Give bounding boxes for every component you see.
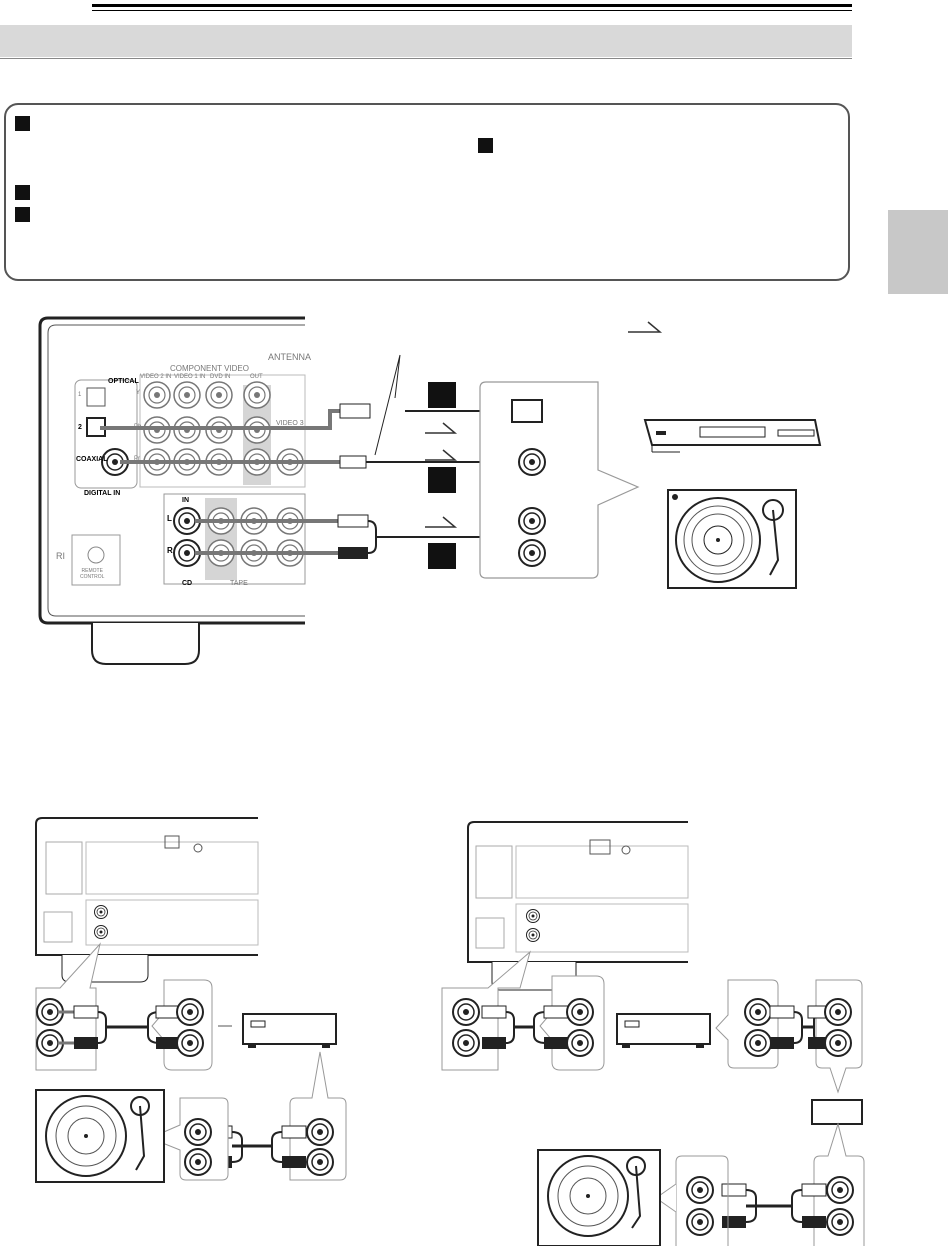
label-coaxial: COAXIAL — [76, 456, 108, 463]
phono-preamp-icon — [811, 1099, 863, 1125]
label-in: IN — [182, 497, 189, 504]
turntable-icon — [667, 489, 797, 589]
label-video3: VIDEO 3 — [276, 420, 304, 427]
info-marker-3 — [15, 185, 30, 200]
turntable-icon — [35, 1089, 165, 1183]
label-r: R — [167, 546, 173, 555]
label-out: OUT — [250, 374, 263, 380]
label-video2-in: VIDEO 2 IN — [140, 374, 172, 380]
receiver-panel-icon — [38, 316, 306, 665]
info-marker-4 — [15, 207, 30, 222]
label-pr: Pr — [134, 456, 140, 462]
receiver-panel-icon — [467, 821, 689, 991]
info-marker-2 — [478, 138, 493, 153]
label-video1-in: VIDEO 1 IN — [174, 374, 206, 380]
label-optical-2: 2 — [78, 424, 82, 431]
label-tape: TAPE — [230, 580, 248, 587]
label-antenna: ANTENNA — [268, 352, 312, 362]
top-rule-thick — [92, 4, 852, 7]
receiver-panel-icon — [35, 817, 259, 983]
label-optical: OPTICAL — [108, 378, 139, 385]
phono-preamp-icon — [242, 1013, 337, 1048]
label-cd: CD — [182, 580, 193, 587]
section-header-bar — [0, 25, 852, 57]
label-optical-1: 1 — [78, 392, 82, 398]
label-digital-in: DIGITAL IN — [84, 490, 121, 497]
header-underline — [0, 58, 852, 59]
label-dvd-in: DVD IN — [210, 374, 231, 380]
label-remote-control: REMOTE CONTROL — [80, 568, 105, 580]
turntable-icon — [537, 1149, 661, 1246]
phono-preamp-icon — [616, 1013, 711, 1048]
side-tab — [888, 210, 948, 294]
info-marker-1 — [15, 116, 30, 131]
info-box — [4, 103, 850, 281]
label-component-video: COMPONENT VIDEO — [170, 364, 249, 373]
label-pb: Pb — [134, 424, 142, 430]
signal-arrow-icon — [424, 321, 663, 528]
cd-player-icon — [643, 419, 822, 453]
label-y: Y — [136, 390, 141, 396]
top-rule-thin — [92, 10, 852, 11]
label-ri: RI — [56, 551, 65, 561]
label-l: L — [167, 514, 172, 523]
